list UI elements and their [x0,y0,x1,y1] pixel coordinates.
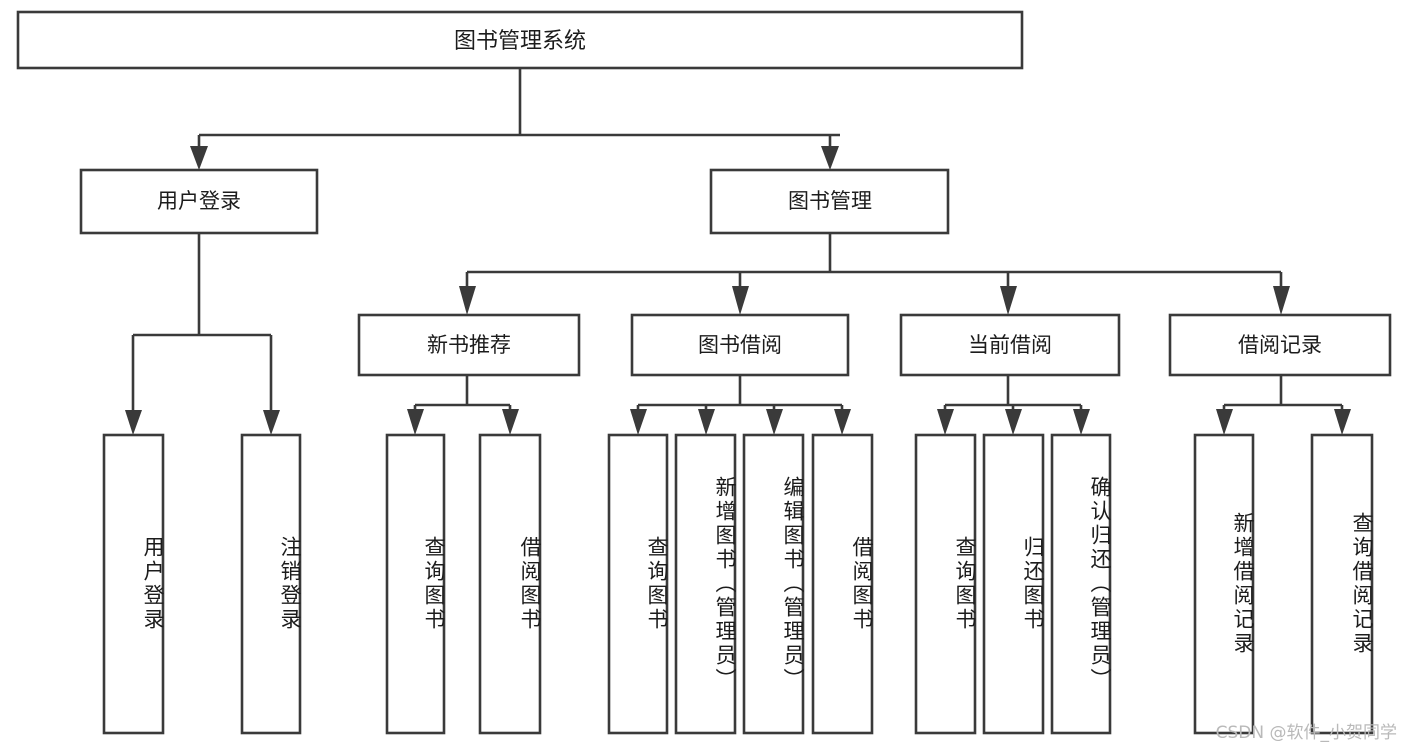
leaf-box-user-login[interactable] [102,433,165,735]
arrowhead-leaf-query-borrow-rec [1334,409,1351,435]
arrowhead-leaf-edit-book-admin [766,409,783,435]
node-borrow-record-label: 借阅记录 [1238,333,1322,357]
leaf-box-query-book-cur[interactable] [914,433,977,735]
connectors-user-login-to-leaves [125,233,280,435]
leaf-box-confirm-return[interactable] [1050,433,1112,735]
node-book-manage-box[interactable] [709,168,950,235]
arrowhead-book-manage [821,146,839,170]
arrowhead-leaf-query-book-cur [937,409,954,435]
node-book-manage-label: 图书管理 [788,189,872,213]
connectors-new-book-rec-to-leaves [407,375,519,435]
node-book-manage[interactable]: 图书管理 [709,168,950,235]
arrowhead-book-borrow [732,286,749,315]
leaf-box-logout-login[interactable] [240,433,302,735]
node-borrow-record[interactable]: 借阅记录 [1168,313,1392,377]
connectors-book-borrow-to-leaves [630,375,851,435]
leaf-box-borrow-book-rec[interactable] [478,433,542,735]
node-current-borrow-box[interactable] [899,313,1121,377]
connectors-root-to-level2 [190,68,840,170]
node-current-borrow[interactable]: 当前借阅 [899,313,1121,377]
node-borrow-record-box[interactable] [1168,313,1392,377]
leaf-box-borrow-book-bor[interactable] [811,433,874,735]
node-new-book-rec-box[interactable] [357,313,581,377]
arrowhead-leaf-user-login [125,410,142,435]
arrowhead-leaf-borrow-book-bor [834,409,851,435]
leaf-boxes [102,433,1374,735]
connectors-borrow-record-to-leaves [1216,375,1351,435]
node-book-borrow[interactable]: 图书借阅 [630,313,850,377]
arrowhead-leaf-add-book-admin [698,409,715,435]
connectors-current-borrow-to-leaves [937,375,1090,435]
arrowhead-leaf-confirm-return [1073,409,1090,435]
leaf-box-query-book-bor[interactable] [607,433,669,735]
arrowhead-leaf-add-borrow-rec [1216,409,1233,435]
node-user-login[interactable]: 用户登录 [79,168,319,235]
node-current-borrow-label: 当前借阅 [968,333,1052,357]
arrowhead-leaf-logout-login [263,410,280,435]
leaf-box-edit-book-admin[interactable] [742,433,805,735]
arrowhead-leaf-query-book-rec [407,409,424,435]
arrowhead-current-borrow [1000,286,1017,315]
node-root-box[interactable] [16,10,1024,70]
connectors-book-manage-to-level3 [459,233,1290,315]
leaf-box-add-book-admin[interactable] [674,433,737,735]
node-new-book-rec-label: 新书推荐 [427,333,511,357]
leaf-box-add-borrow-rec[interactable] [1193,433,1255,735]
arrowhead-leaf-query-book-bor [630,409,647,435]
node-user-login-box[interactable] [79,168,319,235]
node-user-login-label: 用户登录 [157,189,241,213]
node-book-borrow-box[interactable] [630,313,850,377]
leaf-box-query-borrow-rec[interactable] [1310,433,1374,735]
arrowhead-user-login [190,146,208,170]
arrowhead-borrow-record [1273,286,1290,315]
node-book-borrow-label: 图书借阅 [698,333,782,357]
node-root-label: 图书管理系统 [454,29,586,54]
node-new-book-rec[interactable]: 新书推荐 [357,313,581,377]
arrowhead-leaf-return-book [1005,409,1022,435]
arrowhead-leaf-borrow-book-rec [502,409,519,435]
node-root[interactable]: 图书管理系统 [16,10,1024,70]
leaf-box-return-book[interactable] [982,433,1045,735]
csdn-watermark: CSDN @软件_小贺同学 [1215,723,1397,743]
arrowhead-new-book-rec [459,286,476,315]
leaf-box-query-book-rec[interactable] [385,433,446,735]
